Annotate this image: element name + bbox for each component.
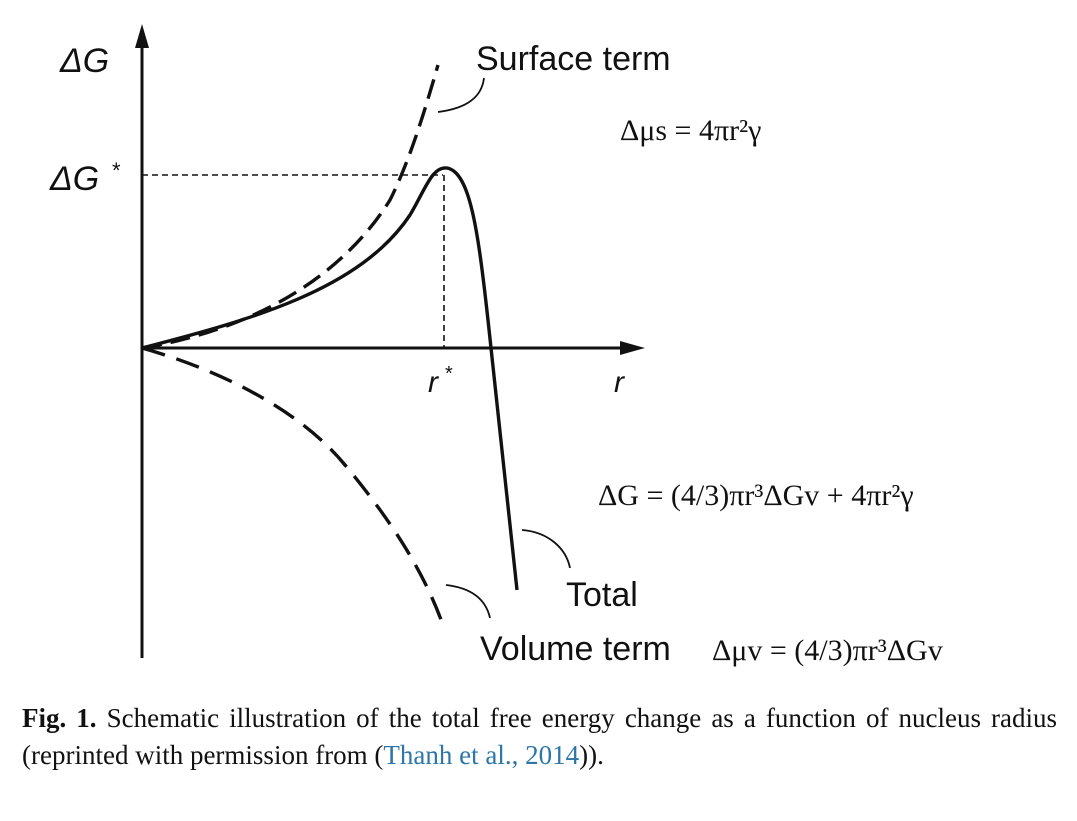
delta-g-star-mark: * bbox=[112, 158, 121, 183]
y-axis-arrowhead bbox=[135, 24, 149, 48]
caption-text-end: )). bbox=[579, 740, 604, 770]
figure-number: Fig. 1. bbox=[22, 703, 97, 733]
volume-equation: Δμv = (4/3)πr³ΔGv bbox=[712, 634, 943, 667]
y-axis-label: ΔG bbox=[59, 42, 109, 80]
surface-equation: Δμs = 4πr²γ bbox=[620, 114, 761, 147]
volume-leader bbox=[445, 584, 491, 619]
total-curve bbox=[141, 166, 519, 591]
caption-text: Schematic illustration of the total free… bbox=[22, 703, 1057, 770]
r-star-label: r bbox=[428, 366, 439, 399]
critical-point-guides bbox=[142, 174, 445, 348]
reference-link[interactable]: Thanh et al., 2014 bbox=[383, 740, 580, 770]
volume-term-curve bbox=[141, 346, 445, 626]
x-axis-arrowhead bbox=[620, 341, 645, 355]
total-equation: ΔG = (4/3)πr³ΔGv + 4πr²γ bbox=[598, 479, 914, 512]
delta-g-star-label: ΔG bbox=[49, 160, 99, 198]
x-axis-label: r bbox=[614, 366, 625, 399]
label-leaders bbox=[437, 77, 571, 619]
r-star-mark: * bbox=[445, 363, 453, 385]
total-leader bbox=[521, 529, 571, 569]
free-energy-diagram: ΔG ΔG * r * r Surface term Total Volume … bbox=[49, 24, 943, 668]
surface-term-label: Surface term bbox=[476, 40, 671, 78]
surface-term-curve bbox=[141, 64, 440, 350]
figure-caption: Fig. 1. Schematic illustration of the to… bbox=[22, 700, 1057, 774]
volume-term-label: Volume term bbox=[480, 630, 671, 668]
total-label: Total bbox=[566, 576, 638, 614]
surface-leader bbox=[437, 77, 485, 113]
